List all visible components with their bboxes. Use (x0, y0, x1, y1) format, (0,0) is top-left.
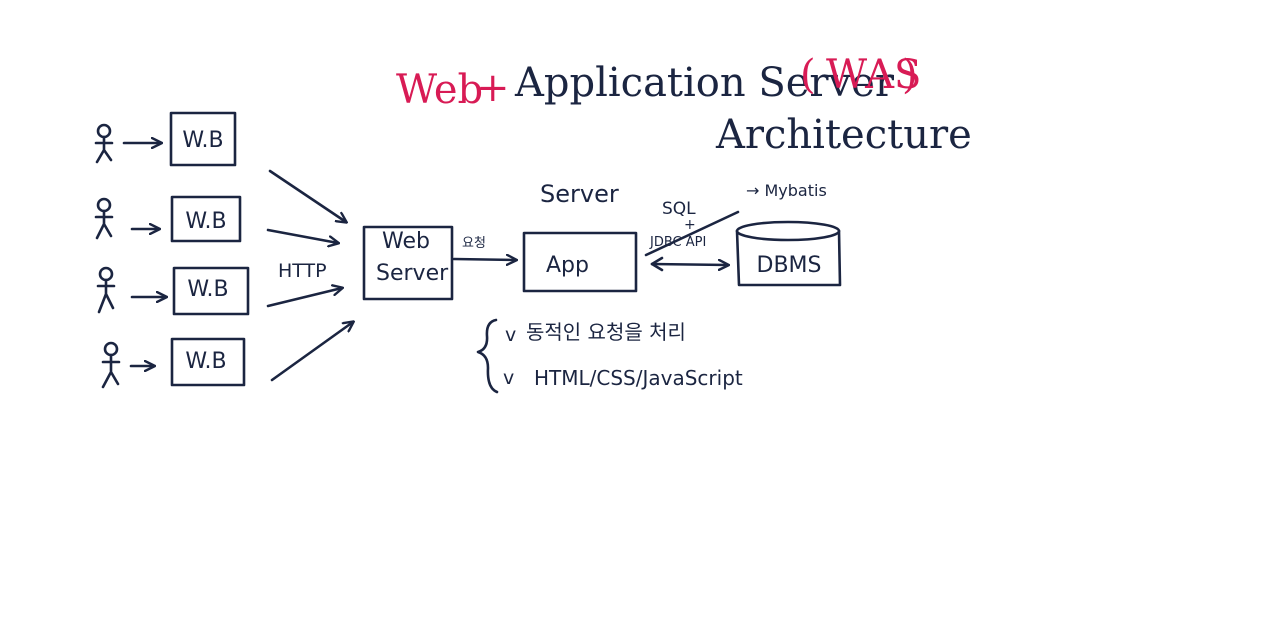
app-label: App (546, 253, 589, 278)
note-text: 동적인 요청을 처리 (526, 320, 686, 344)
client-box (169, 111, 237, 167)
sql-label: SQL (662, 199, 696, 219)
http-label: HTTP (278, 260, 327, 282)
web-server-label-line2: Server (376, 261, 449, 286)
title-plus: + (476, 65, 510, 111)
request-label: 요청 (462, 236, 486, 251)
dbms-cylinder: DBMS (735, 220, 842, 287)
client-row-1: W.B (94, 111, 237, 167)
web-server-box: Web Server (362, 225, 454, 301)
mybatis-label: → Mybatis (746, 181, 827, 200)
request-arrow (452, 259, 516, 260)
note-text: HTML/CSS/JavaScript (534, 366, 743, 390)
client-row-3: W.B (96, 266, 250, 316)
http-arrow-2 (266, 228, 338, 243)
server-label: Server (540, 180, 619, 208)
user-icon (94, 123, 114, 164)
sql-plus: + (684, 217, 696, 233)
title-open-paren: ( (800, 52, 816, 98)
title-was: WAS (826, 52, 921, 98)
title-architecture: Architecture (715, 112, 972, 158)
brace-icon (476, 318, 499, 394)
title-application-server: Application Server (514, 60, 895, 106)
client-box-label: W.B (187, 277, 228, 302)
app-box: App (522, 231, 638, 293)
http-arrow-1 (268, 169, 346, 222)
user-icon (101, 341, 121, 389)
client-box (170, 337, 246, 387)
client-row-4: W.B (101, 337, 246, 389)
http-arrow-3 (266, 288, 342, 308)
user-icon (94, 197, 114, 240)
bidirectional-arrow (650, 256, 728, 272)
user-icon (96, 266, 116, 314)
jdbc-api-label: JDBC API (649, 235, 706, 250)
client-box (170, 195, 242, 243)
note-check: v (503, 367, 514, 389)
title-web: Web (396, 67, 483, 113)
client-box-label: W.B (185, 349, 226, 374)
dbms-label: DBMS (757, 253, 822, 278)
http-arrows (266, 169, 353, 382)
notes-list: v 동적인 요청을 처리 v HTML/CSS/JavaScript (476, 318, 743, 394)
title-close-paren: ) (902, 52, 918, 98)
note-check: v (505, 324, 516, 346)
client-box (172, 266, 250, 316)
http-arrow-4 (270, 322, 353, 382)
client-box-label: W.B (185, 209, 226, 234)
web-server-label-line1: Web (382, 229, 430, 254)
client-box-label: W.B (182, 128, 223, 153)
diagram-title: Web + Application Server ( WAS ) Archite… (396, 52, 972, 158)
strike-line (644, 210, 740, 257)
client-row-2: W.B (94, 195, 242, 243)
